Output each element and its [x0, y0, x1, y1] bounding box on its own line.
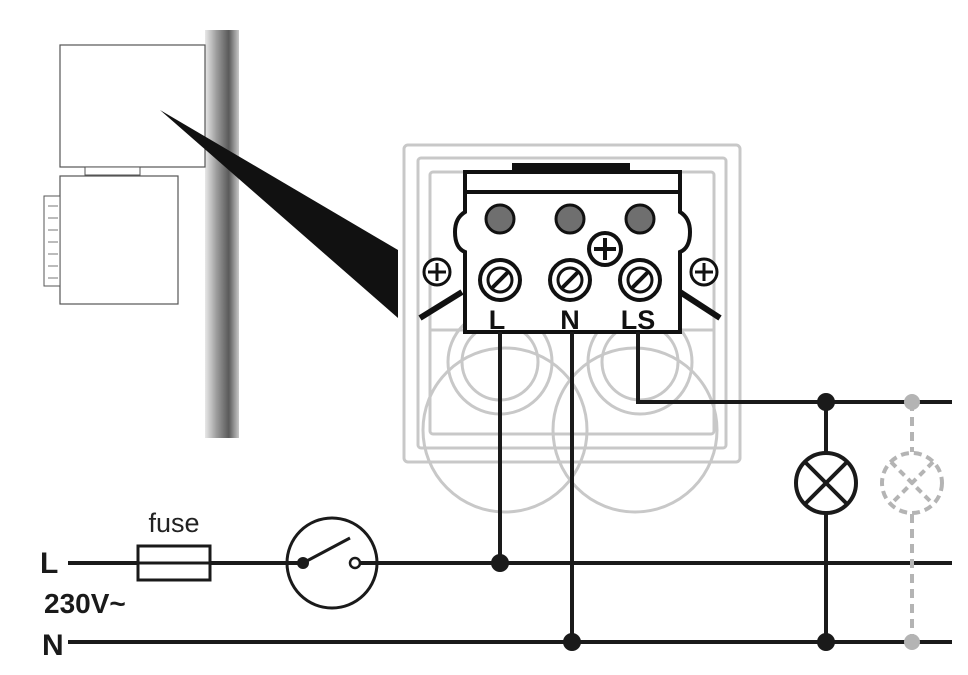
terminal-block: L N LS	[452, 163, 693, 335]
junction-l	[491, 554, 509, 572]
switched-output-wire	[636, 332, 952, 404]
device-side-view	[43, 30, 239, 438]
mains-neutral-label: N	[42, 629, 64, 662]
clamp-screw-n	[548, 258, 592, 302]
clamp-screw-ls	[618, 258, 662, 302]
lamp-symbol	[794, 451, 858, 515]
terminal-label-n: N	[560, 305, 580, 335]
mains-line-label: L	[40, 547, 58, 580]
junction-n	[563, 633, 581, 651]
terminal-label-l: L	[489, 305, 506, 335]
sensor-head	[59, 44, 206, 168]
wire-entry-l	[484, 203, 516, 235]
fuse-label: fuse	[148, 508, 199, 538]
center-screw	[587, 231, 623, 267]
switch-symbol	[285, 516, 379, 610]
mains-voltage-label: 230V~	[44, 588, 126, 619]
optional-lamp-branch	[880, 394, 944, 650]
wire-entry-n	[554, 203, 586, 235]
terminal-label-ls: LS	[621, 305, 656, 335]
optional-lamp-symbol	[880, 451, 944, 515]
side-fixing-screw-left	[418, 257, 464, 321]
wire-entry-ls	[624, 203, 656, 235]
sensor-grip	[43, 195, 61, 287]
zoom-callout	[160, 110, 398, 318]
side-fixing-screw-right	[678, 257, 722, 321]
junction-ls	[817, 393, 835, 411]
clamp-screw-l	[478, 258, 522, 302]
fuse-symbol	[136, 544, 212, 582]
junction-lamp-n	[817, 633, 835, 651]
sensor-base	[59, 175, 179, 305]
wiring	[68, 332, 952, 644]
sensor-clip	[84, 166, 141, 176]
wall-section	[205, 30, 239, 438]
